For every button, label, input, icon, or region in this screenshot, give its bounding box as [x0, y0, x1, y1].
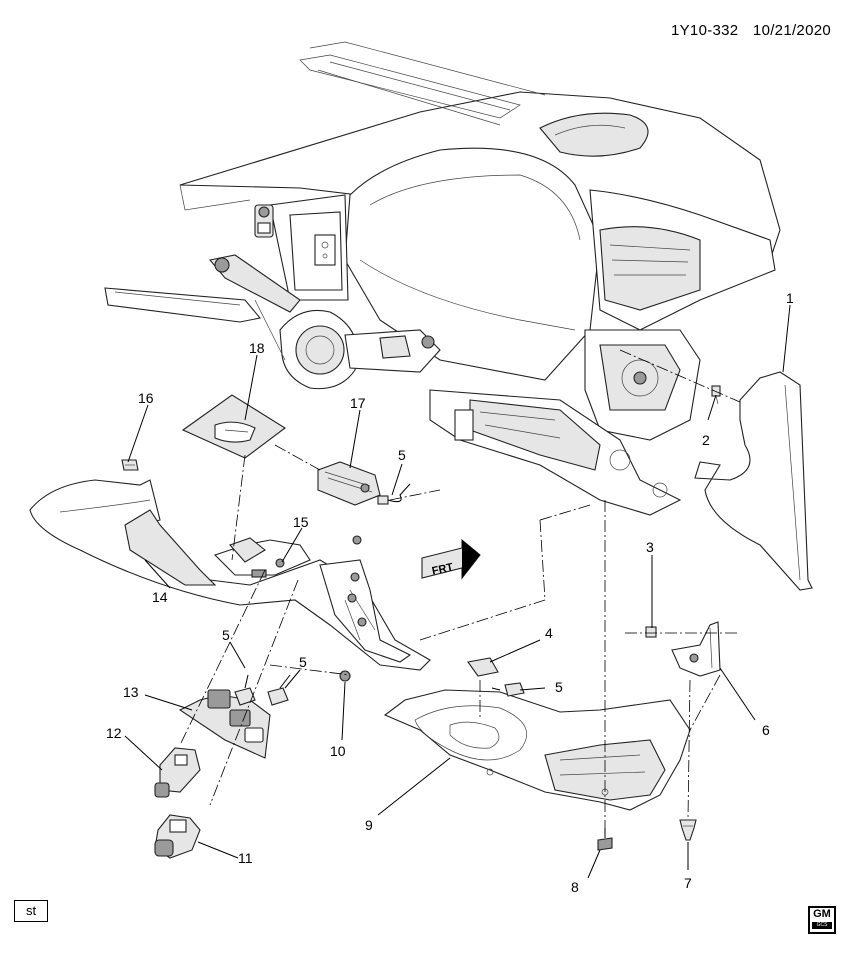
part-12-switch[interactable]	[154, 747, 201, 798]
callout-5d: 5	[555, 679, 563, 695]
part-14-knee-bolster[interactable]	[29, 479, 431, 671]
callout-14: 14	[152, 589, 168, 605]
callout-10: 10	[330, 743, 346, 759]
part-5-connector-a[interactable]	[377, 483, 411, 505]
part-4-bracket[interactable]	[467, 657, 499, 677]
part-11-switch[interactable]	[154, 814, 201, 859]
part-5-connector-d[interactable]	[491, 682, 525, 697]
diagram-date: 10/21/2020	[752, 22, 831, 39]
diagram-id: 1Y10-332	[670, 22, 739, 39]
callout-4: 4	[545, 625, 553, 641]
part-16-clip[interactable]	[121, 459, 139, 471]
part-1-side-panel[interactable]	[694, 371, 813, 591]
callout-5b: 5	[222, 627, 230, 643]
part-6-bracket[interactable]	[671, 621, 721, 677]
callout-9: 9	[365, 817, 373, 833]
part-7-pushpin[interactable]	[679, 819, 697, 841]
callout-11: 11	[238, 850, 253, 866]
callout-numbers: 1 2 3 4 5 5 5 5 6 7 8 9 10 11 12 13 14 1…	[106, 290, 794, 895]
gm-logo: GM GCS	[808, 906, 836, 934]
diagram-header: 1Y10-332 10/21/2020	[661, 22, 831, 39]
part-8-screw[interactable]	[597, 828, 613, 851]
callout-13: 13	[123, 684, 139, 700]
part-5-connector-b[interactable]	[234, 674, 256, 706]
st-label-box: st	[14, 900, 48, 922]
callout-18: 18	[249, 340, 265, 356]
callout-17: 17	[350, 395, 366, 411]
callout-1: 1	[786, 290, 794, 306]
part-17-module[interactable]	[317, 461, 381, 506]
gm-logo-text: GM	[813, 908, 831, 920]
callout-8: 8	[571, 879, 579, 895]
gm-logo-subtext: GCS	[812, 922, 832, 929]
part-9-insulator[interactable]	[383, 689, 691, 811]
part-5-connector-c[interactable]	[267, 674, 291, 706]
leader-lines	[124, 304, 791, 879]
part-3-clip[interactable]	[645, 626, 657, 638]
callout-7: 7	[684, 875, 692, 891]
callout-3: 3	[646, 539, 654, 555]
part-15-screws[interactable]	[275, 535, 362, 568]
instrument-panel-assembly	[104, 41, 781, 516]
front-direction-arrow: FRT	[421, 538, 481, 580]
callout-16: 16	[138, 390, 154, 406]
callout-6: 6	[762, 722, 770, 738]
callout-5c: 5	[299, 654, 307, 670]
callout-5a: 5	[398, 447, 406, 463]
callout-15: 15	[293, 514, 309, 530]
part-13-switch-bezel[interactable]	[178, 689, 271, 759]
callout-12: 12	[106, 725, 122, 741]
part-18-trim-cover[interactable]	[181, 394, 286, 459]
direction-label: FRT	[431, 561, 455, 577]
alignment-lines	[179, 349, 741, 835]
part-10-screw[interactable]	[339, 670, 351, 682]
callout-2: 2	[702, 432, 710, 448]
